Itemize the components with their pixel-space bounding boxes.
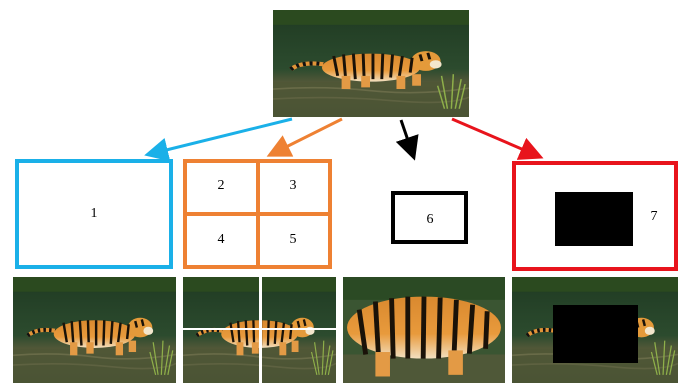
- region-7-box: [512, 161, 678, 271]
- arrow-to-region-7: [451, 117, 544, 160]
- cell-2-label: 2: [217, 178, 225, 193]
- arrow-to-region-6: [395, 119, 419, 161]
- result-image-crop: [343, 277, 505, 383]
- grid-horizontal-divider: [183, 212, 332, 216]
- tiger-photo: [13, 277, 176, 383]
- occlusion-block: [553, 305, 638, 363]
- arrow-to-region-1: [144, 117, 293, 162]
- region-6-label: 6: [426, 212, 434, 227]
- region-7-label: 7: [650, 209, 658, 224]
- cell-3-label: 3: [289, 178, 297, 193]
- result-image-1: [13, 277, 176, 383]
- grid-split-horizontal: [183, 328, 336, 330]
- region-1-box: [15, 159, 173, 269]
- region-7-occluder: [555, 192, 633, 246]
- grid-split-vertical: [259, 277, 262, 383]
- arrow-to-grid: [266, 117, 343, 157]
- cell-5-label: 5: [289, 232, 297, 247]
- region-6-box: [391, 191, 468, 244]
- cell-4-label: 4: [217, 232, 225, 247]
- region-1-label: 1: [90, 206, 98, 221]
- tiger-zoom-photo: [343, 277, 505, 383]
